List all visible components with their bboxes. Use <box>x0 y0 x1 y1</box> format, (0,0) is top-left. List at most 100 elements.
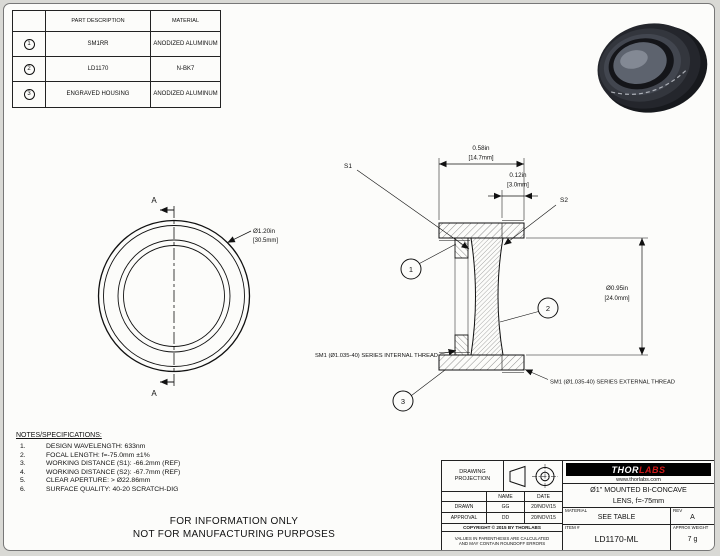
parts-header-description: PART DESCRIPTION <box>46 11 151 32</box>
weight-value: 7 g <box>687 535 698 543</box>
notes-specifications: NOTES/SPECIFICATIONS: 1.DESIGN WAVELENGT… <box>16 432 436 495</box>
approval-date: 20/NOV/15 <box>525 513 563 524</box>
projection-symbol-cell <box>504 461 563 492</box>
item-number-value: LD1170-ML <box>594 534 639 544</box>
disclaimer-line-2: NOT FOR MANUFACTURING PURPOSES <box>132 528 336 540</box>
housing-top-wall <box>438 222 525 239</box>
weight-cell: APPROX WEIGHT 7 g <box>671 525 714 550</box>
website-text: www.thorlabs.com <box>616 477 661 483</box>
note-item: 3. WORKING DISTANCE (S1): -66.2mm (REF) <box>16 460 436 469</box>
front-dia-mm: [30.5mm] <box>253 238 278 244</box>
dim-bore <box>526 237 648 356</box>
note-text: FOCAL LENGTH: f=-75.0mm ±1% <box>46 451 150 459</box>
part-row-1-material: ANODIZED ALUMINUM <box>151 32 220 57</box>
material-label: MATERIAL <box>565 508 588 513</box>
internal-thread-leader <box>439 348 457 356</box>
parts-table: PART DESCRIPTION MATERIAL 1 SM1RR ANODIZ… <box>12 10 221 108</box>
dim-lip-in: 0.12in <box>509 172 527 179</box>
drawing-title-line-2: LENS, f=-75mm <box>612 495 665 505</box>
lens-section <box>470 237 504 356</box>
title-block: DRAWING PROJECTION NAME DATE DRAWN GG 20… <box>441 460 714 550</box>
dim-lip <box>488 190 538 218</box>
logo-thor-text: THOR <box>611 464 639 475</box>
item-cell: ITEM # LD1170-ML <box>563 525 671 550</box>
part-row-1-num: 1 <box>13 32 46 57</box>
external-thread-leader <box>524 369 549 380</box>
projection-label-2: PROJECTION <box>454 476 491 482</box>
balloon-chip-3: 3 <box>23 89 35 100</box>
copyright: COPYRIGHT © 2015 BY THORLABS <box>442 524 563 532</box>
dim-bore-mm: [24.0mm] <box>604 296 629 302</box>
drawing-sheet: A A Ø1.20in [30.5mm] <box>3 3 715 551</box>
note-number: 5. <box>20 477 26 485</box>
dim-width-mm: [14.7mm] <box>468 156 493 162</box>
product-photo <box>597 23 708 113</box>
rev-value: A <box>690 514 695 521</box>
dim-lip-mm: [3.0mm] <box>507 183 529 189</box>
section-view <box>438 220 525 373</box>
housing-bottom-wall <box>438 354 525 371</box>
part-row-2-num: 2 <box>13 57 46 82</box>
drawn-label: DRAWN <box>442 502 487 513</box>
third-angle-projection-icon <box>509 463 558 489</box>
balloon-chip-1: 1 <box>23 38 35 50</box>
dim-bore-in: Ø0.95in <box>606 285 629 292</box>
front-dia-in: Ø1.20in <box>253 228 276 235</box>
footnote-line-2: AND MAY CONTAIN ROUNDOFF ERRORS <box>458 541 546 546</box>
note-number: 4. <box>20 468 26 476</box>
logo-labs-text: LABS <box>639 464 666 475</box>
note-text: DESIGN WAVELENGTH: 633nm <box>46 443 146 450</box>
part-row-3-material: ANODIZED ALUMINUM <box>153 91 218 97</box>
note-item: 2. FOCAL LENGTH: f=-75.0mm ±1% <box>16 452 436 461</box>
note-item: 5. CLEAR APERTURE: > Ø22.86mm <box>16 477 436 486</box>
projection-label-1: DRAWING <box>459 469 486 475</box>
projection-label-cell: DRAWING PROJECTION <box>442 461 504 492</box>
internal-thread-callout: SM1 (Ø1.035-40) SERIES INTERNAL THREAD <box>315 353 438 359</box>
section-label-top: A <box>151 196 157 205</box>
approval-name: DD <box>487 513 525 524</box>
balloon-2: 2 <box>499 297 559 323</box>
note-text: CLEAR APERTURE: > Ø22.86mm <box>46 477 151 485</box>
note-number: 2. <box>20 451 26 459</box>
material-cell: MATERIAL SEE TABLE <box>563 508 671 525</box>
front-view <box>97 206 251 386</box>
part-row-2-material: N-BK7 <box>151 57 220 82</box>
external-thread-callout: SM1 (Ø1.035-40) SERIES EXTERNAL THREAD <box>550 380 675 386</box>
balloon-3-number: 3 <box>401 397 405 406</box>
part-row-2-desc: LD1170 <box>46 57 151 82</box>
balloon-2-number: 2 <box>546 304 550 313</box>
rev-cell: REV A <box>671 508 714 525</box>
s1-label: S1 <box>344 163 352 170</box>
s2-label: S2 <box>560 197 568 204</box>
drawing-title-cell: Ø1" MOUNTED BI-CONCAVE LENS, f=-75mm <box>563 484 714 508</box>
drawn-name: GG <box>487 502 525 513</box>
retaining-ring-bottom <box>454 334 469 356</box>
note-number: 3. <box>20 460 26 468</box>
note-item: 6.SURFACE QUALITY: 40-20 SCRATCH-DIG <box>16 486 436 495</box>
part-row-1-desc: SM1RR <box>46 32 151 57</box>
balloon-1: 1 <box>400 243 457 280</box>
disclaimer-line-1: FOR INFORMATION ONLY <box>169 516 299 527</box>
dim-overall-width <box>438 158 525 220</box>
footnote-line-1: VALUES IN PARENTHESIS ARE CALCULATED <box>454 535 550 541</box>
note-number: 1. <box>20 443 26 450</box>
balloon-1-number: 1 <box>409 265 413 274</box>
note-text: WORKING DISTANCE (S1): -66.2mm (REF) <box>46 460 181 468</box>
note-text: WORKING DISTANCE (S2): -67.7mm (REF) <box>46 468 181 476</box>
weight-label: APPROX WEIGHT <box>673 525 709 530</box>
item-number-label: ITEM # <box>565 525 580 530</box>
name-header: NAME <box>487 492 525 502</box>
blank-header-cell <box>442 492 487 502</box>
drawing-title-line-1: Ø1" MOUNTED BI-CONCAVE <box>590 485 687 494</box>
part-row-3-num: 3 <box>13 82 46 107</box>
balloon-3: 3 <box>392 369 446 412</box>
section-label-bottom: A <box>151 389 157 398</box>
main-drawing-svg: A A Ø1.20in [30.5mm] <box>97 23 708 412</box>
s2-leader <box>503 204 557 246</box>
note-number: 6. <box>20 485 26 493</box>
disclaimer: FOR INFORMATION ONLY NOT FOR MANUFACTURI… <box>24 516 444 541</box>
parts-header-material: MATERIAL <box>151 11 220 32</box>
